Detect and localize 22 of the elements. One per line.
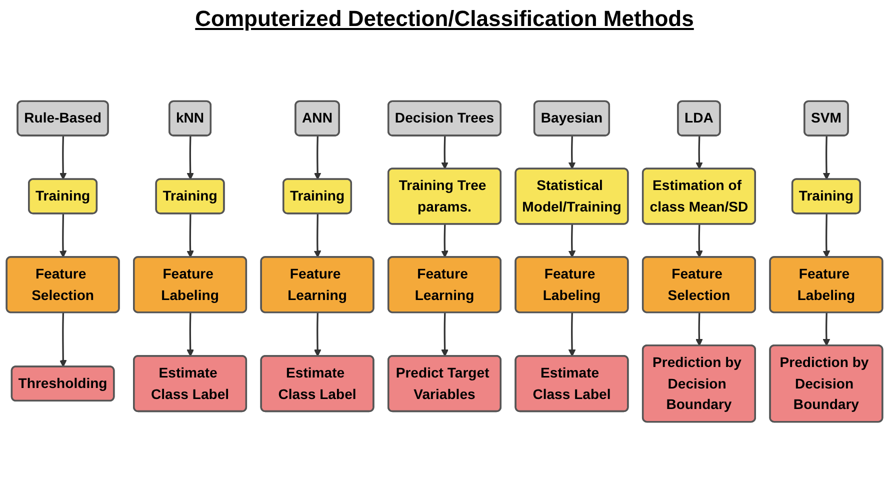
arrow — [822, 214, 830, 258]
arrow — [441, 136, 448, 170]
arrow — [59, 136, 67, 180]
arrow — [696, 224, 703, 258]
arrow — [59, 214, 67, 258]
arrow — [441, 312, 448, 357]
arrow — [314, 136, 322, 180]
arrow — [314, 214, 322, 258]
arrow — [822, 136, 830, 180]
arrow — [568, 224, 576, 258]
arrow — [186, 312, 194, 357]
arrow — [186, 214, 194, 258]
arrow — [568, 136, 576, 170]
arrow — [696, 312, 703, 346]
arrow — [60, 312, 67, 368]
arrow — [314, 312, 322, 357]
arrow — [822, 312, 830, 346]
arrow — [186, 136, 194, 180]
arrow — [568, 312, 576, 357]
diagram-title: Computerized Detection/Classification Methods — [194, 6, 695, 32]
arrow — [441, 224, 448, 258]
arrow — [696, 136, 703, 170]
